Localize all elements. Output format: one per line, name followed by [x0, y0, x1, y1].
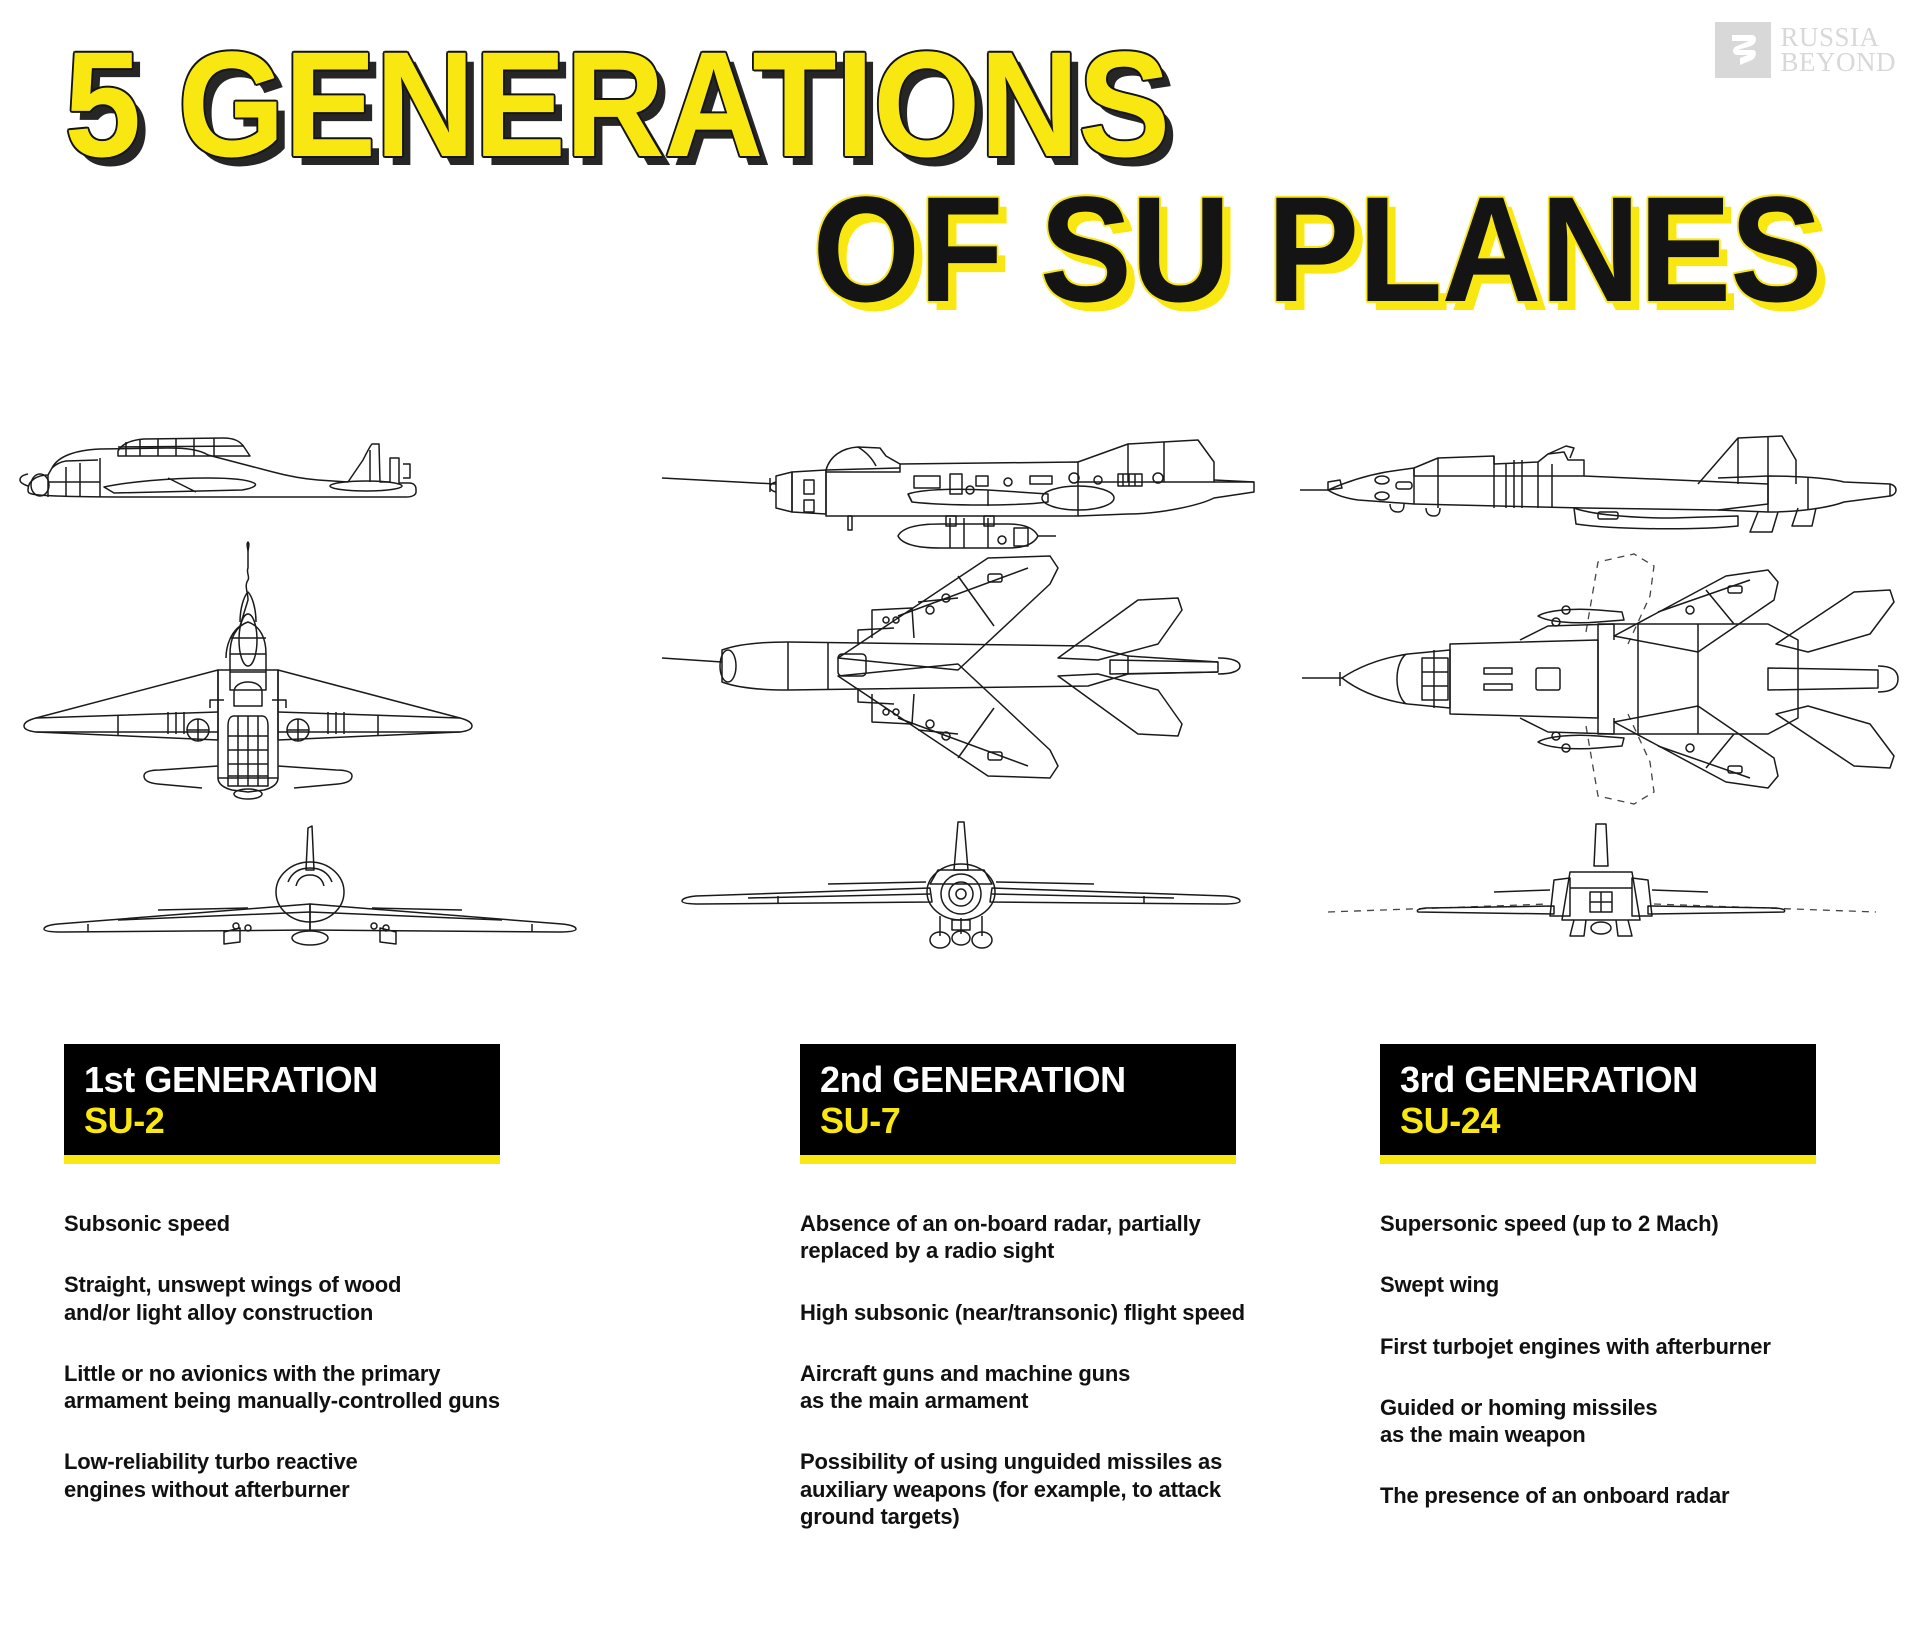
brand-wordmark: RUSSIA BEYOND [1780, 22, 1897, 77]
generation-model-1: SU-2 [84, 1100, 165, 1141]
generation-label-2: 2nd GENERATION [820, 1059, 1126, 1100]
su-7-side-view [658, 420, 1262, 550]
su-7-top-view [658, 540, 1262, 820]
feature-item: Absence of an on-board radar, partially … [800, 1211, 1201, 1264]
brand-logo: RUSSIA BEYOND [1714, 22, 1897, 78]
feature-item: First turbojet engines with afterburner [1380, 1333, 1771, 1359]
generation-header-2: 2nd GENERATION SU-7 [800, 1044, 1236, 1164]
feature-item: Possibility of using unguided missiles a… [800, 1449, 1223, 1529]
feature-item: Aircraft guns and machine guns as the ma… [800, 1360, 1131, 1414]
feature-item: Straight, unswept wings of wood and/or l… [64, 1272, 402, 1325]
feature-item: Supersonic speed (up to 2 Mach) [1380, 1211, 1719, 1236]
generation-column-3: 3rd GENERATION SU-24 Supersonic speed (u… [1280, 420, 1920, 1564]
generation-accent-rule-3 [1380, 1155, 1816, 1164]
feature-item: Little or no avionics with the primary a… [64, 1360, 500, 1414]
russia-beyond-mark-icon [1714, 22, 1771, 78]
brand-line-2: BEYOND [1780, 47, 1896, 77]
title-line-1: 5 GENERATIONS [64, 20, 1170, 188]
generation-label-3: 3rd GENERATION [1400, 1059, 1698, 1100]
su-24-front-view [1298, 820, 1902, 950]
su-2-front-view [18, 820, 622, 950]
feature-list-1: Subsonic speed Straight, unswept wings o… [64, 1210, 562, 1503]
feature-list-2: Absence of an on-board radar, partially … [800, 1210, 1252, 1530]
feature-list-3: Supersonic speed (up to 2 Mach) Swept wi… [1380, 1210, 1892, 1510]
generation-label-1: 1st GENERATION [84, 1059, 378, 1100]
su-24-side-view [1298, 420, 1902, 550]
generation-header-1: 1st GENERATION SU-2 [64, 1044, 500, 1164]
title-line-2: OF SU PLANES [812, 165, 1823, 333]
generation-accent-rule-2 [800, 1155, 1236, 1164]
generation-columns: 1st GENERATION SU-2 Subsonic speed Strai… [0, 420, 1920, 1564]
su-24-top-view [1298, 540, 1902, 820]
feature-item: Subsonic speed [64, 1211, 230, 1236]
feature-item: Guided or homing missiles as the main we… [1380, 1394, 1658, 1448]
feature-item: High subsonic (near/transonic) flight sp… [800, 1299, 1245, 1325]
brand-line-1: RUSSIA [1780, 22, 1880, 53]
page-title: 5 GENERATIONS OF SU PLANES [0, 20, 1860, 333]
generation-column-2: 2nd GENERATION SU-7 Absence of an on-boa… [640, 420, 1280, 1564]
feature-item: Low-reliability turbo reactive engines w… [64, 1449, 358, 1502]
aircraft-illustration-su-24 [1298, 420, 1902, 1040]
generation-model-2: SU-7 [820, 1100, 901, 1141]
su-7-front-view [658, 820, 1262, 950]
aircraft-illustration-su-2 [18, 420, 622, 1040]
generation-column-1: 1st GENERATION SU-2 Subsonic speed Strai… [0, 420, 640, 1564]
feature-item: Swept wing [1380, 1272, 1500, 1298]
su-2-side-view [18, 420, 622, 530]
su-2-top-view [18, 540, 622, 800]
generation-model-3: SU-24 [1400, 1100, 1501, 1141]
aircraft-illustration-su-7 [658, 420, 1262, 1040]
generation-header-3: 3rd GENERATION SU-24 [1380, 1044, 1816, 1164]
feature-item: The presence of an onboard radar [1380, 1483, 1730, 1509]
generation-accent-rule-1 [64, 1155, 500, 1164]
